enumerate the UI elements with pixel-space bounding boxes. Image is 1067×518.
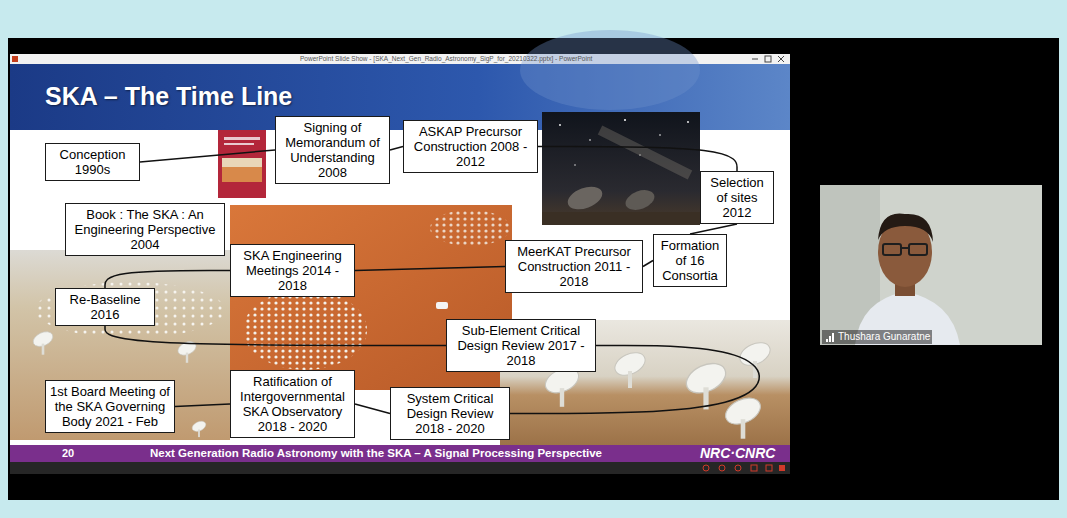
timeline-box: System Critical Design Review 2018 - 202… — [390, 387, 510, 440]
status-icon — [719, 465, 725, 471]
star — [659, 134, 661, 136]
glasses-bridge — [901, 247, 909, 249]
slide-number: 20 — [62, 447, 74, 459]
timeline-box: 1st Board Meeting of the SKA Governing B… — [45, 380, 175, 433]
status-bar — [10, 462, 790, 474]
timeline-box: Conception 1990s — [45, 143, 140, 181]
timeline-connector — [355, 404, 390, 414]
dish-silhouette — [565, 182, 606, 213]
night-ground — [542, 212, 700, 225]
timeline-text: MeerKAT Precursor Construction 2011 - 20… — [510, 244, 638, 289]
timeline-text: Re-Baseline 2016 — [60, 292, 150, 322]
timeline-connector — [390, 147, 403, 151]
logo-text: NRC·CNRC — [700, 445, 775, 461]
maximize-icon — [765, 56, 771, 62]
signal-bar — [826, 339, 828, 342]
video-tile — [820, 185, 1042, 345]
dish — [721, 393, 764, 439]
slide-title-box: SKA – The Time Line — [45, 82, 292, 111]
timeline-connector — [643, 261, 653, 267]
book-cover-photo — [222, 158, 262, 182]
timeline-text: SKA Engineering Meetings 2014 - 2018 — [235, 248, 350, 293]
participant-name-box: Thushara Gunaratne — [838, 331, 930, 342]
timeline-text: 1st Board Meeting of the SKA Governing B… — [50, 384, 170, 429]
minimize-icon — [752, 59, 758, 60]
timeline-text: Selection of sites 2012 — [705, 175, 769, 220]
antenna-station — [430, 210, 510, 246]
timeline-connector — [175, 404, 230, 407]
logo-text-box: NRC·CNRC — [700, 445, 775, 461]
dish — [682, 358, 731, 410]
timeline-box: MeerKAT Precursor Construction 2011 - 20… — [505, 240, 643, 293]
participant-name: Thushara Gunaratne — [838, 331, 930, 342]
slide-body — [10, 64, 790, 462]
night-photo — [542, 112, 700, 225]
dish — [611, 348, 648, 388]
milky-way — [600, 130, 690, 175]
timeline-box: Re-Baseline 2016 — [55, 288, 155, 326]
close-icon — [778, 56, 784, 62]
slide-footer-text: Next Generation Radio Astronomy with the… — [150, 447, 602, 459]
signal-bar — [832, 333, 834, 342]
timeline-connector — [105, 271, 230, 289]
timeline-text: Ratification of Intergovernmental SKA Ob… — [235, 374, 350, 434]
star — [624, 119, 626, 121]
timeline-box: ASKAP Precursor Construction 2008 - 2012 — [403, 120, 538, 173]
video-ground — [8, 38, 1059, 500]
timeline-box: Formation of 16 Consortia — [653, 234, 727, 287]
timeline-text: Conception 1990s — [50, 147, 135, 177]
slide-number-box: 20 — [62, 447, 74, 459]
book-title-stroke — [224, 143, 254, 145]
desert-photo — [10, 250, 230, 440]
timeline-text: System Critical Design Review 2018 - 202… — [395, 391, 505, 436]
dish — [191, 419, 208, 437]
slide-footer-text-box: Next Generation Radio Astronomy with the… — [150, 447, 602, 459]
timeline-box: Signing of Memorandum of Understanding 2… — [275, 116, 390, 184]
timeline-box: Ratification of Intergovernmental SKA Ob… — [230, 370, 355, 438]
dish-silhouette — [623, 186, 657, 213]
antenna-field — [35, 282, 225, 338]
timeline-text: Sub-Element Critical Design Review 2017 … — [451, 323, 591, 368]
header-dish-shadow — [520, 30, 700, 110]
glasses — [883, 244, 901, 255]
timeline-box: Book : The SKA : An Engineering Perspect… — [65, 203, 225, 256]
timeline-text: Formation of 16 Consortia — [658, 238, 722, 283]
book-title-stroke — [224, 137, 260, 140]
dish — [31, 329, 55, 355]
timeline-text: Book : The SKA : An Engineering Perspect… — [70, 207, 220, 252]
name-plate — [822, 330, 932, 344]
status-icon — [766, 465, 772, 471]
timeline-text: ASKAP Precursor Construction 2008 - 2012 — [408, 124, 533, 169]
app-icon — [12, 56, 18, 62]
star — [574, 164, 575, 165]
timeline-box: SKA Engineering Meetings 2014 - 2018 — [230, 244, 355, 297]
antenna-station — [243, 290, 367, 370]
timeline-connector — [140, 150, 275, 162]
star — [687, 121, 689, 123]
status-icon — [703, 465, 709, 471]
timeline-box: Selection of sites 2012 — [700, 171, 774, 224]
car — [436, 302, 448, 309]
slide-footer — [10, 445, 790, 462]
timeline-box: Sub-Element Critical Design Review 2017 … — [446, 319, 596, 372]
book-cover — [218, 130, 266, 198]
star — [559, 124, 561, 126]
timeline-text: Signing of Memorandum of Understanding 2… — [280, 120, 385, 180]
hair — [878, 214, 933, 242]
timeline-connector — [105, 326, 446, 346]
timeline-connector — [690, 224, 737, 234]
glasses — [909, 244, 927, 255]
status-icon — [779, 465, 785, 471]
signal-bar — [829, 336, 831, 342]
book-cover-sky — [222, 158, 262, 167]
window-title: PowerPoint Slide Show - [SKA_Next_Gen_Ra… — [300, 55, 592, 62]
status-icon — [751, 465, 757, 471]
window-title-box: PowerPoint Slide Show - [SKA_Next_Gen_Ra… — [300, 55, 592, 62]
timeline-connector — [355, 267, 505, 271]
slide-title: SKA – The Time Line — [45, 82, 292, 110]
star — [589, 139, 591, 141]
timeline-connector — [538, 147, 737, 172]
status-icon — [735, 465, 741, 471]
